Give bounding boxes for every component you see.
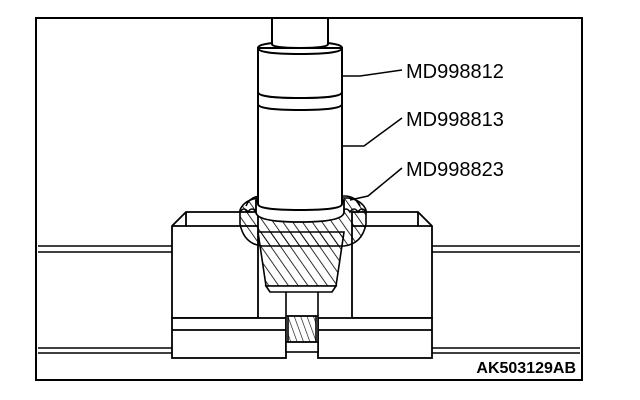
right-support-block [317,211,433,359]
callout-md998813: MD998813 [406,109,504,131]
press-bed [38,245,580,253]
callout-md998812: MD998812 [406,61,504,83]
figure-code: AK503129AB [476,360,576,377]
base-lines [38,347,580,354]
leader-lines [342,69,403,201]
left-support-block [171,211,287,359]
installer-cylinder [257,91,343,212]
top-shaft [271,17,329,50]
lower-shaft [285,289,319,353]
handle-cylinder [257,40,343,100]
callout-md998823: MD998823 [406,159,504,181]
